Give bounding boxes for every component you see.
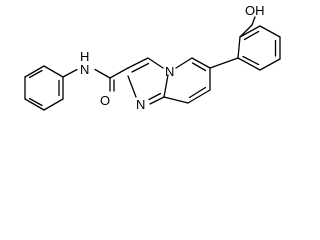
pyridine-ring [163, 57, 211, 104]
chemical-structure-canvas: OH N H O N N [24, 3, 281, 112]
carbonyl-oxygen-label: O [100, 93, 110, 108]
imidazole-ring [127, 57, 169, 105]
amide-linker [62, 67, 129, 92]
phenyl-ring-benzyl [237, 25, 281, 71]
amide-hydrogen-label: H [80, 49, 89, 64]
bridgehead-nitrogen-label: N [165, 64, 174, 79]
hydroxymethyl-group [239, 16, 256, 38]
imidazole-nitrogen-label: N [136, 97, 145, 112]
hydroxyl-label: OH [245, 3, 265, 18]
molecule-drawing: OH N H O N N [24, 3, 281, 112]
amide-nitrogen-label: N [80, 62, 89, 77]
biaryl-bond [209, 57, 239, 69]
phenyl-ring-anilide [24, 65, 64, 111]
